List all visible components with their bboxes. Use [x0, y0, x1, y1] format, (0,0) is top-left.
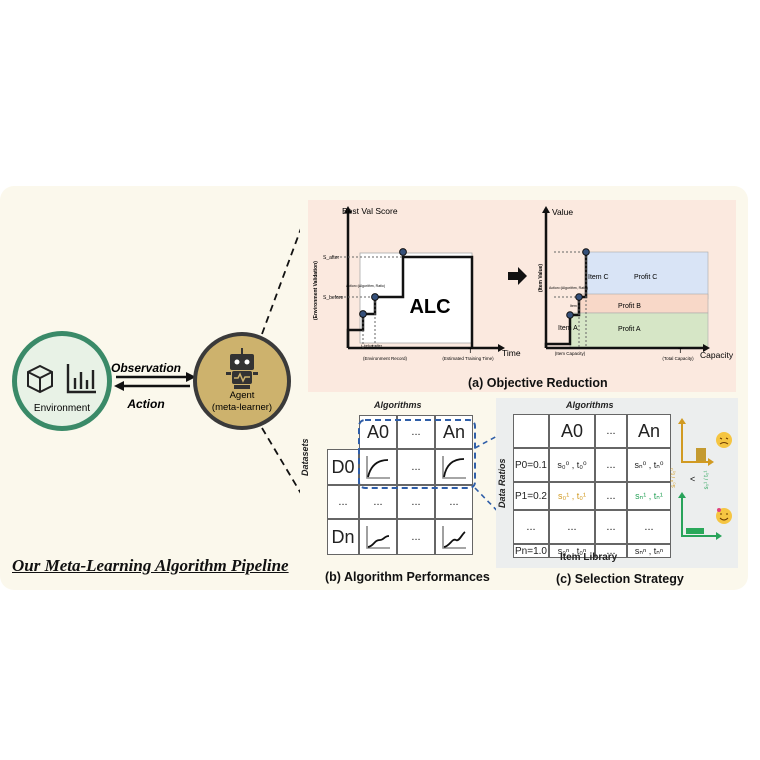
happy-face-icon [716, 508, 732, 524]
observation-label: Observation [111, 361, 181, 375]
perf-side-label: Datasets [300, 438, 310, 476]
perf-cell-dots: ... [397, 519, 435, 555]
perf-corner [327, 415, 359, 449]
alc-ylabel: Best Val Score [342, 206, 398, 216]
selection-table: A0 ... An P0=0.1 s₀⁰ , t₀⁰ ... sₙ⁰ , tₙ⁰… [513, 414, 671, 558]
alc-center-label: ALC [409, 296, 450, 318]
knap-item-c: Item C [588, 274, 609, 281]
perf-cell-dots: ... [435, 485, 473, 519]
knap-action-note: Action=(Algorithm, Ratio) [549, 286, 588, 290]
sel-cell: sₙⁿ , tₙⁿ [627, 544, 671, 558]
sel-row-p0: P0=0.1 [513, 448, 549, 482]
box-icon [27, 364, 53, 394]
sel-side-label: Data Ratios [497, 458, 507, 508]
sel-cell: s₀⁰ , t₀⁰ [549, 448, 595, 482]
sel-cell-dots: ... [595, 448, 627, 482]
sel-cell-dots: ... [627, 510, 671, 544]
perf-cell-dots: ... [359, 485, 397, 519]
strategy-cmp: < [690, 474, 695, 484]
sel-cell-dots: ... [595, 482, 627, 510]
knap-profit-c: Profit C [634, 274, 657, 281]
perf-top-label: Algorithms [374, 400, 422, 410]
sel-cell-highlight: s₀¹ , t₀¹ [549, 482, 595, 510]
sel-bottom-label: Item Library [560, 552, 618, 563]
alc-t-after: t_after [372, 344, 383, 348]
perf-cell-dots: ... [397, 485, 435, 519]
alc-s-after: S_after [323, 255, 339, 261]
perf-row-d0: D0 [327, 449, 359, 485]
alc-chart: Best Val Score Time (Environment Validat… [313, 206, 521, 361]
strategy-lhs: s₀⁰ / t₀⁰ [670, 468, 677, 488]
sel-cell: sₙ⁰ , tₙ⁰ [627, 448, 671, 482]
knapsack-chart: Value Capacity (Item Value) Action=(Algo… [538, 206, 734, 361]
sel-col-a0: A0 [549, 414, 595, 448]
knap-ylabel: Value [552, 207, 573, 217]
selection-caption: (c) Selection Strategy [556, 572, 684, 586]
sel-corner [513, 414, 549, 448]
alc-t-label: T [468, 346, 473, 355]
strategy-rhs: s₀¹ / t₀¹ [704, 471, 710, 490]
alc-action-note: Action=(Algorithm, Ratio) [346, 284, 385, 288]
sel-row-p1: P1=0.2 [513, 482, 549, 510]
knap-item-a: Item A [558, 325, 578, 332]
alc-xlabel: Time [502, 348, 521, 358]
perf-curve-icon [359, 449, 397, 485]
agent-sublabel: (meta-learner) [212, 402, 272, 413]
sel-cell-dots: ... [549, 510, 595, 544]
knap-profit-b: Profit B [618, 303, 641, 310]
alc-env-record: (Environment Record) [363, 356, 408, 361]
perf-row-dots: ... [327, 485, 359, 519]
environment-label: Environment [34, 403, 90, 414]
sel-top-label: Algorithms [566, 400, 614, 410]
sel-cell-highlight: sₙ¹ , tₙ¹ [627, 482, 671, 510]
sel-cell-dots: ... [595, 510, 627, 544]
selection-highlight [358, 419, 513, 527]
alc-y-side: (Environment Validation) [313, 261, 319, 320]
knap-item-b: Item B [570, 304, 581, 308]
alc-t-before: t_before [361, 344, 374, 348]
objective-caption: (a) Objective Reduction [468, 376, 608, 390]
knap-profit-a: Profit A [618, 326, 641, 333]
sel-row-pn: Pn=1.0 [513, 544, 549, 558]
action-label: Action [126, 397, 164, 411]
pipeline-left-diagram: Environment Observation Action Agent (me… [12, 228, 300, 494]
perf-curve-icon [435, 449, 473, 485]
sad-face-icon [716, 432, 732, 448]
strategy-comparison: s₀⁰ / t₀⁰ < s₀¹ / t₀¹ [670, 418, 732, 540]
sel-col-an: An [627, 414, 671, 448]
perf-table: A0 ... An D0 ... ... ... ... ... Dn ... [327, 415, 511, 555]
sel-cell: s₀ⁿ , t₀ⁿ [549, 544, 595, 558]
pipeline-title: Our Meta-Learning Algorithm Pipeline [12, 556, 289, 575]
knap-y-side: (Item Value) [538, 264, 544, 292]
robot-icon [226, 348, 258, 389]
objective-diagrams: Best Val Score Time (Environment Validat… [313, 206, 734, 361]
alc-s-before: S_before [323, 295, 344, 301]
knap-t-caption: (Total Capacity) [662, 356, 694, 361]
sel-cell-dots: ... [595, 544, 627, 558]
sel-row-dots: ... [513, 510, 549, 544]
sel-col-dots: ... [595, 414, 627, 448]
perf-caption: (b) Algorithm Performances [325, 570, 490, 584]
alc-t-caption: (Estimated Training Time) [442, 356, 494, 361]
knap-item-capacity: (Item Capacity) [555, 351, 586, 356]
agent-label: Agent [230, 390, 255, 401]
reduction-arrow-icon [508, 267, 527, 285]
knap-xlabel: Capacity [700, 350, 734, 360]
perf-row-dn: Dn [327, 519, 359, 555]
perf-cell-dots: ... [397, 449, 435, 485]
perf-curve-icon [359, 519, 397, 555]
perf-curve-icon [435, 519, 473, 555]
knap-t-label: T [678, 346, 683, 355]
bar-chart-icon [66, 364, 96, 394]
